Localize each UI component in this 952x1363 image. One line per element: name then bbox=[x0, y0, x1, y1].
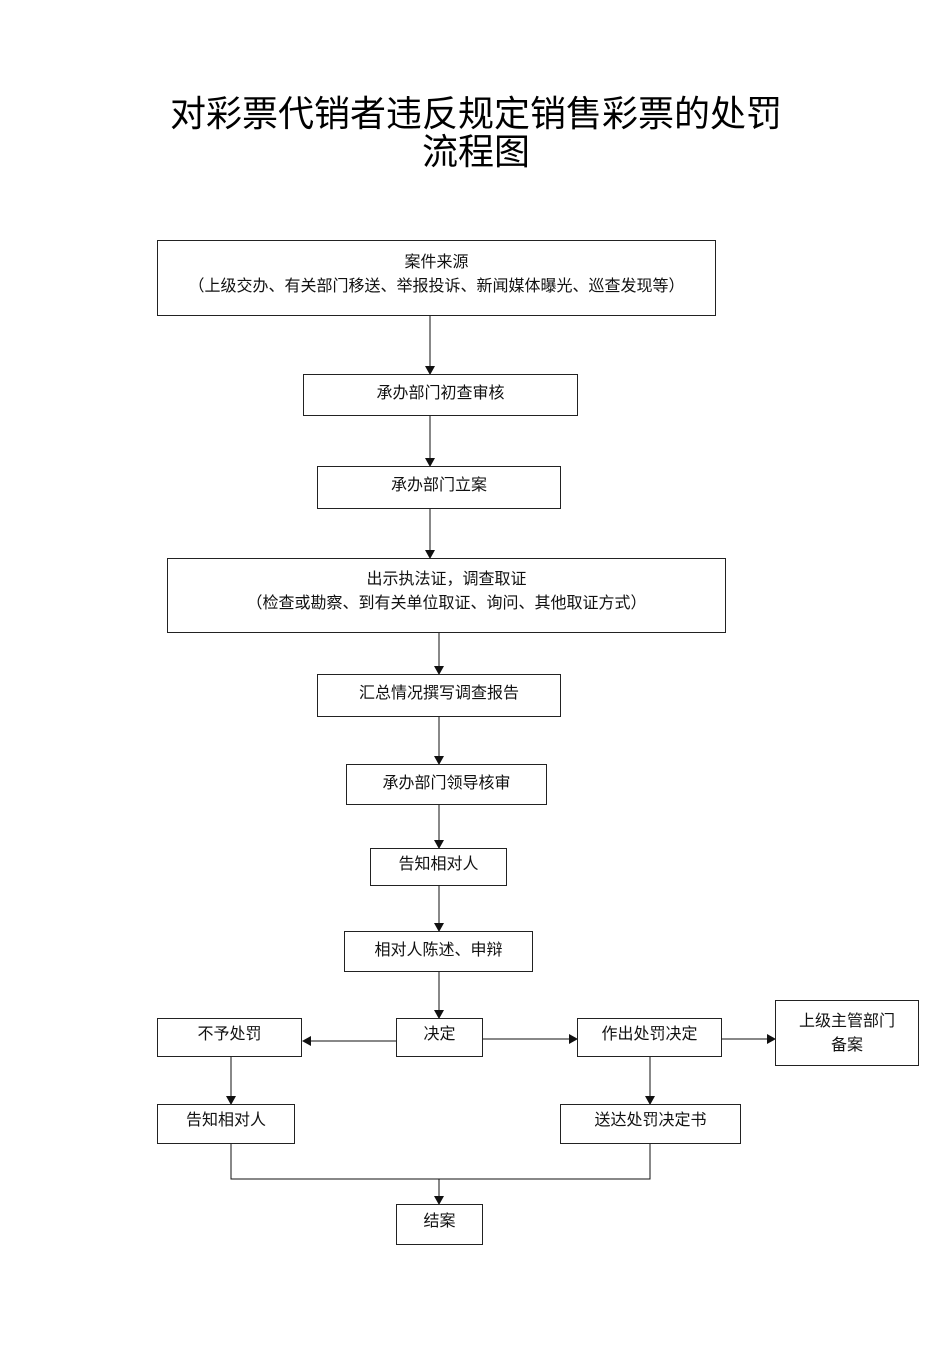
arrowhead-deliver-decision bbox=[645, 1096, 655, 1105]
arrowhead-leader-review bbox=[434, 756, 444, 765]
node-investigate: 出示执法证，调查取证 （检查或勘察、到有关单位取证、询问、其他取证方式） bbox=[167, 558, 726, 633]
arrowhead-notify-party-2 bbox=[226, 1096, 236, 1105]
node-make-penalty: 作出处罚决定 bbox=[577, 1018, 722, 1057]
arrowhead-initial-review bbox=[425, 366, 435, 375]
diagram-title-line2: 流程图 bbox=[421, 132, 530, 173]
arrowhead-notify-party bbox=[434, 840, 444, 849]
arrowhead-file-case bbox=[425, 458, 435, 467]
node-file-case: 承办部门立案 bbox=[317, 466, 561, 509]
node-deliver-decision-label: 送达处罚决定书 bbox=[594, 1110, 707, 1129]
node-party-statement-label: 相对人陈述、申辩 bbox=[374, 940, 503, 959]
node-notify-party-label: 告知相对人 bbox=[398, 854, 479, 873]
node-file-case-label: 承办部门立案 bbox=[390, 475, 487, 494]
node-no-penalty-label: 不予处罚 bbox=[197, 1024, 262, 1043]
node-notify-party: 告知相对人 bbox=[370, 848, 507, 886]
node-superior-record-line2: 备案 bbox=[830, 1035, 863, 1054]
node-party-statement: 相对人陈述、申辩 bbox=[344, 931, 533, 972]
node-case-source: 案件来源 （上级交办、有关部门移送、举报投诉、新闻媒体曝光、巡查发现等） bbox=[157, 240, 716, 316]
arrowhead-statement bbox=[434, 923, 444, 932]
node-close-case: 结案 bbox=[396, 1204, 483, 1245]
node-deliver-decision: 送达处罚决定书 bbox=[560, 1104, 741, 1144]
node-leader-review-label: 承办部门领导核审 bbox=[382, 773, 511, 792]
node-notify-party-2-label: 告知相对人 bbox=[185, 1110, 266, 1129]
node-make-penalty-label: 作出处罚决定 bbox=[601, 1024, 698, 1043]
node-investigate-detail: （检查或勘察、到有关单位取证、询问、其他取证方式） bbox=[246, 593, 647, 612]
node-case-source-title: 案件来源 bbox=[404, 252, 469, 271]
arrowhead-report bbox=[434, 666, 444, 675]
arrowhead-close-case bbox=[434, 1196, 444, 1205]
node-initial-review: 承办部门初查审核 bbox=[303, 374, 578, 416]
diagram-title-line1: 对彩票代销者违反规定销售彩票的处罚 bbox=[169, 94, 782, 135]
node-case-source-detail: （上级交办、有关部门移送、举报投诉、新闻媒体曝光、巡查发现等） bbox=[188, 276, 685, 295]
arrowhead-make-penalty bbox=[569, 1034, 578, 1044]
node-investigate-title: 出示执法证，调查取证 bbox=[366, 569, 527, 588]
arrowhead-no-penalty bbox=[302, 1036, 311, 1046]
node-no-penalty: 不予处罚 bbox=[157, 1018, 302, 1057]
arrowhead-decision bbox=[434, 1010, 444, 1019]
node-decision: 决定 bbox=[396, 1018, 483, 1057]
node-initial-review-label: 承办部门初查审核 bbox=[376, 383, 505, 402]
node-decision-label: 决定 bbox=[423, 1024, 456, 1043]
edge-merge-to-close bbox=[230, 1144, 651, 1180]
node-investigation-report-label: 汇总情况撰写调查报告 bbox=[358, 683, 519, 702]
node-leader-review: 承办部门领导核审 bbox=[346, 764, 547, 805]
node-close-case-label: 结案 bbox=[423, 1211, 456, 1230]
node-superior-record: 上级主管部门 备案 bbox=[775, 1000, 919, 1066]
arrowhead-investigate bbox=[425, 550, 435, 559]
arrowhead-superior-record bbox=[767, 1034, 776, 1044]
node-investigation-report: 汇总情况撰写调查报告 bbox=[317, 674, 561, 717]
node-notify-party-2: 告知相对人 bbox=[157, 1104, 295, 1144]
node-superior-record-line1: 上级主管部门 bbox=[798, 1011, 895, 1030]
